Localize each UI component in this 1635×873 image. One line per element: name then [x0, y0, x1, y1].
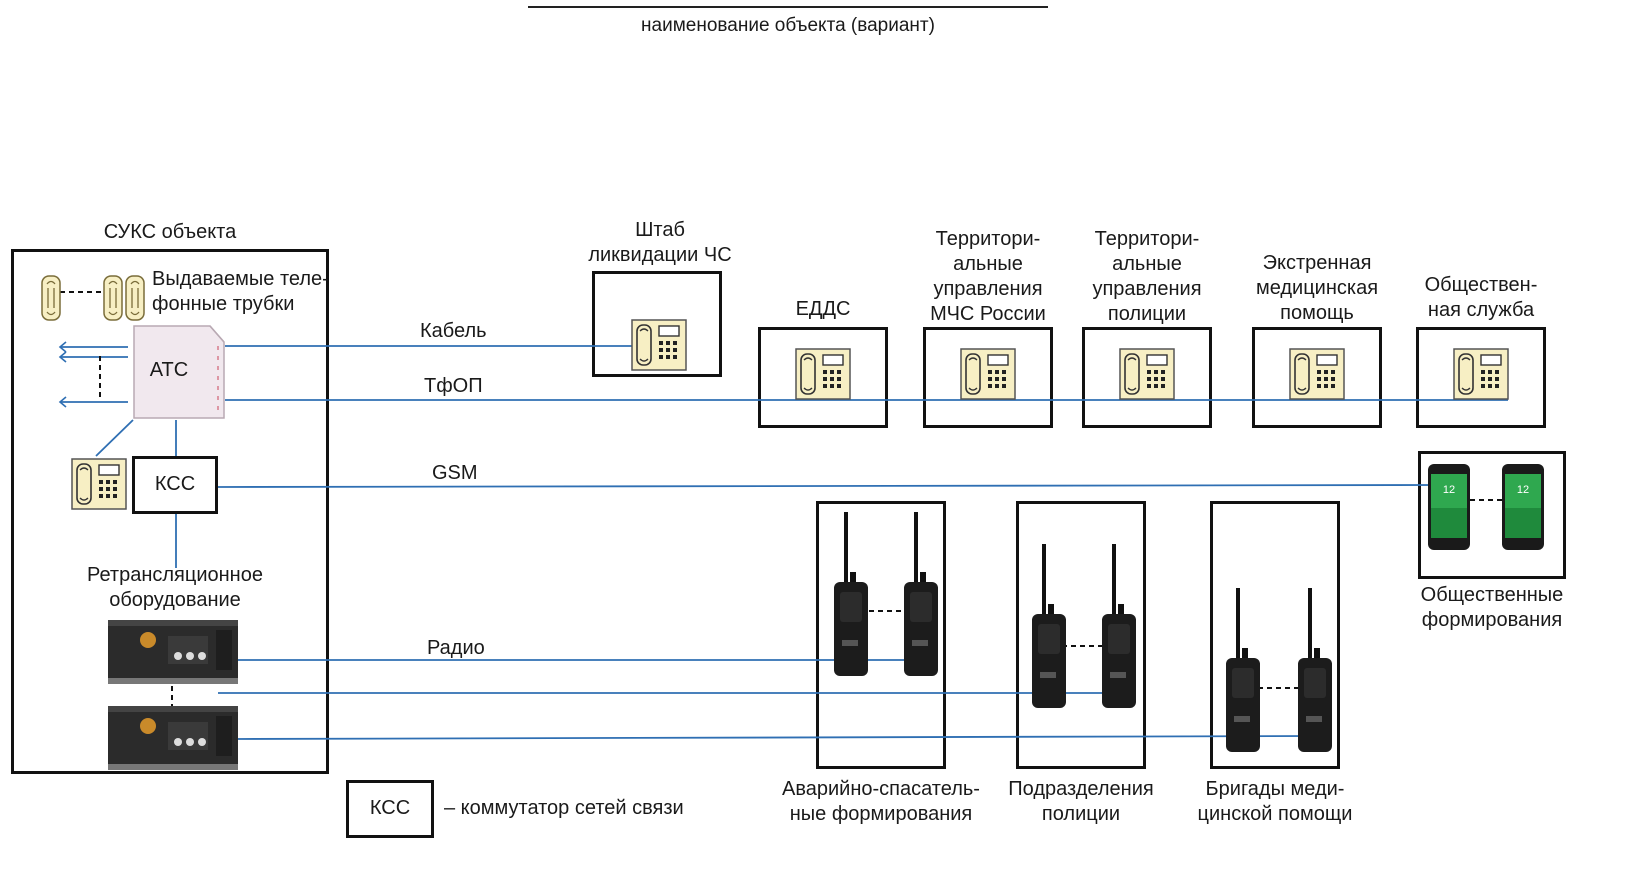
relay-label: Ретрансляционное оборудование [87, 564, 263, 611]
desk-phone-icon [1453, 348, 1509, 400]
gsm-line [217, 484, 1439, 488]
handset-icon [125, 275, 145, 321]
header-rule [528, 6, 1048, 8]
cable-link-label: Кабель [420, 320, 487, 342]
police-units-label: Подразделения полиции [1008, 778, 1154, 825]
link-lines [60, 345, 1508, 740]
radio-line-3 [235, 735, 1319, 740]
hq-label: Штаб ликвидации ЧС [588, 219, 732, 266]
walkie-talkie-icon [1226, 588, 1260, 752]
gsm-link-label: GSM [432, 462, 478, 484]
med-teams-label: Бригады меди- цинской помощи [1197, 778, 1353, 825]
pstn-link-label: ТфОП [424, 375, 483, 397]
ats-to-phone-line [95, 419, 134, 457]
ats-label: АТС [149, 359, 189, 381]
edds-label: ЕДДС [795, 298, 851, 320]
legend-text: – коммутатор сетей связи [444, 797, 684, 819]
rescue-units-label: Аварийно-спасатель- ные формирования [782, 778, 980, 825]
police-mgmt-label: Территори- альные управления полиции [1092, 228, 1202, 325]
dashed-links [60, 291, 1502, 706]
smartphone-icon [1428, 464, 1470, 550]
trunk-arrows [58, 341, 67, 408]
walkie-talkie-icon [904, 512, 938, 676]
desk-phone-icon [1289, 348, 1345, 400]
relay-station-icon [108, 706, 238, 770]
handsets-label: Выдаваемые теле- фонные трубки [152, 268, 329, 315]
desk-phone-icon [71, 458, 127, 510]
legend-kss-label: КСС [369, 797, 411, 819]
handset-icon [41, 275, 61, 321]
desk-phone-icon [795, 348, 851, 400]
desk-phone-icon [960, 348, 1016, 400]
phone-clock-text: 12 [1442, 484, 1456, 496]
walkie-talkie-icon [1032, 544, 1066, 708]
smartphone-icon [1502, 464, 1544, 550]
kss-label: КСС [154, 473, 196, 495]
object-name-caption: наименование объекта (вариант) [641, 15, 935, 36]
hq-box [592, 271, 722, 377]
emergency-med-label: Экстренная медицинская помощь [1255, 252, 1379, 324]
desk-phone-icon [1119, 348, 1175, 400]
public-service-label: Обществен- ная служба [1424, 274, 1538, 321]
legend-kss-box [346, 780, 434, 838]
radio-link-label: Радио [427, 637, 485, 659]
walkie-talkie-icon [1102, 544, 1136, 708]
walkie-talkie-icon [1298, 588, 1332, 752]
kss-box [132, 456, 218, 514]
phone-clock-text: 12 [1516, 484, 1530, 496]
suks-title: СУКС объекта [103, 221, 237, 243]
desk-phone-icon [631, 319, 687, 371]
walkie-talkie-icon [834, 512, 868, 676]
police-mgmt-box [1082, 327, 1212, 428]
ats-device-icon [133, 325, 225, 419]
relay-station-icon [108, 620, 238, 684]
handset-icon [103, 275, 123, 321]
mchs-label: Территори- альные управления МЧС России [930, 228, 1046, 325]
public-units-label: Общественные формирования [1420, 584, 1564, 631]
